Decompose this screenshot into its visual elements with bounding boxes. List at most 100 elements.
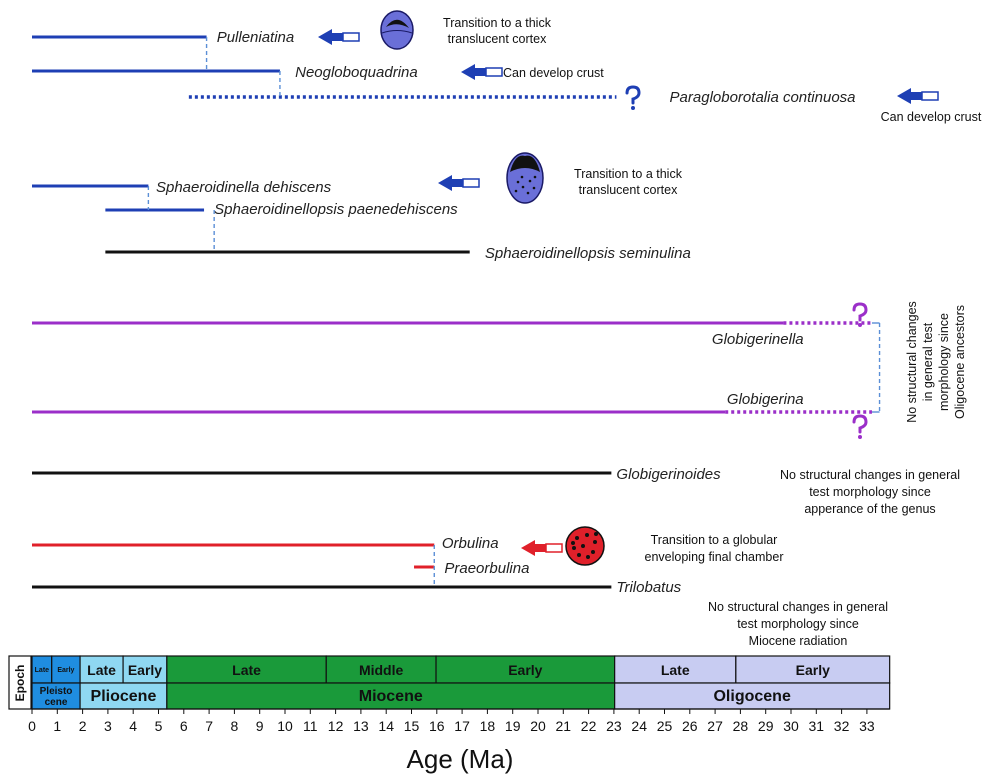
test-pore-3 [572,546,576,550]
x-tick-label-6: 6 [180,718,188,734]
taxon-label-sphaeroidinella: Sphaeroidinella dehiscens [156,179,332,196]
arrow-icon-neogloboquadrina [461,64,503,80]
note-neogloboquadrina: Can develop crust [503,66,604,80]
test-pore-4 [514,189,518,193]
x-tick-label-0: 0 [28,718,36,734]
test-pore-4 [581,544,585,548]
arrow-icon-paragloborotalia-body [910,92,922,100]
test-cortex [386,19,409,28]
subepoch-cell-8 [735,655,891,684]
arrow-icon-pulleniatina-body [331,33,343,41]
subepoch-label-3: Early [128,662,162,678]
x-tick-label-3: 3 [104,718,112,734]
arrow-icon-neogloboquadrina-head [461,64,475,80]
x-tick-label-7: 7 [205,718,213,734]
x-tick-label-16: 16 [429,718,445,734]
test-pore-6 [520,175,524,179]
test-pore-1 [585,533,589,537]
test-pore-6 [577,553,581,557]
x-tick-label-11: 11 [303,718,318,734]
arrow-icon-paragloborotalia-tail [921,91,939,101]
arrow-icon-pulleniatina-tail [342,32,360,42]
subepoch-label-7: Late [661,662,690,678]
epoch-label-2: Miocene [359,688,423,705]
x-tick-label-28: 28 [733,718,749,734]
subepoch-label-6: Early [508,662,542,678]
test-pore-5 [526,191,530,195]
x-tick-label-20: 20 [530,718,546,734]
test-cortex [510,155,540,172]
subepoch-cell-3 [122,655,168,684]
arrow-icon-paragloborotalia [897,88,939,104]
epoch-cell-3 [614,682,891,710]
taxon-label-trilobatus: Trilobatus [616,579,681,596]
subepoch-label-4: Late [232,662,261,678]
question-mark-icon-globigerinella [852,302,868,327]
subepoch-label-2: Late [87,662,116,678]
question-mark-icon-globigerinella-dot [858,323,862,327]
taxon-label-paragloborotalia: Paragloborotalia continuosa [670,89,856,106]
question-mark-icon-paragloborotalia-dot [631,106,635,110]
test-pore-2 [593,540,597,544]
question-mark-icon-paragloborotalia-hook [625,85,641,105]
ancestry-links [147,37,881,587]
x-tick-label-22: 22 [581,718,597,734]
test-pore-0 [575,536,579,540]
epoch-label-1: Pliocene [91,688,157,705]
x-tick-label-5: 5 [155,718,163,734]
x-tick-label-21: 21 [556,718,572,734]
taxon-label-sphaeroidinellopsis_p: Sphaeroidinellopsis paenedehiscens [214,201,458,218]
x-axis-title: Age (Ma) [407,744,514,774]
subepoch-label-8: Early [796,662,830,678]
x-tick-label-26: 26 [682,718,698,734]
subepoch-cell-6 [435,655,616,684]
x-tick-label-24: 24 [631,718,647,734]
taxon-labels: PulleniatinaNeogloboquadrinaParagloborot… [156,29,856,596]
arrow-icon-sphaeroidinella-head [438,175,452,191]
x-tick-label-32: 32 [834,718,850,734]
test-pore-5 [591,550,595,554]
annotation-icons [318,10,939,566]
arrow-icon-orbulina [521,540,563,556]
taxon-label-orbulina: Orbulina [442,535,499,552]
subepoch-cell-7 [614,655,737,684]
arrow-icon-orbulina-head [521,540,535,556]
arrow-icon-neogloboquadrina-tail [485,67,503,77]
x-tick-label-9: 9 [256,718,264,734]
test-pore-8 [594,532,598,536]
taxon-ranges [32,35,872,589]
question-mark-icon-globigerinella-hook [852,302,868,322]
x-tick-label-33: 33 [859,718,875,734]
subepoch-label-1: Early [57,667,74,674]
taxon-label-globigerinoides: Globigerinoides [616,466,721,483]
test-pore-7 [533,175,537,179]
question-mark-icon-globigerina [852,414,868,439]
question-mark-icon-paragloborotalia [625,85,641,110]
x-tick-label-8: 8 [231,718,239,734]
taxon-label-sphaeroidinellopsis_s: Sphaeroidinellopsis seminulina [485,245,691,262]
x-tick-label-2: 2 [79,718,87,734]
arrow-icon-sphaeroidinella-tail [462,178,480,188]
question-mark-icon-globigerina-dot [858,435,862,439]
x-tick-label-13: 13 [353,718,369,734]
x-tick-label-1: 1 [53,718,61,734]
arrow-icon-neogloboquadrina-body [474,68,486,76]
test-pore-3 [532,186,536,190]
test-pore-2 [528,179,532,183]
foraminifera-test-icon-sphaeroidinella [506,152,544,204]
test-suture [381,30,413,34]
arrow-icon-sphaeroidinella [438,175,480,191]
test-pore-1 [521,185,525,189]
subepoch-label-5: Middle [359,662,404,678]
arrow-icon-paragloborotalia-head [897,88,911,104]
x-tick-label-12: 12 [328,718,344,734]
test-pore-0 [516,180,520,184]
